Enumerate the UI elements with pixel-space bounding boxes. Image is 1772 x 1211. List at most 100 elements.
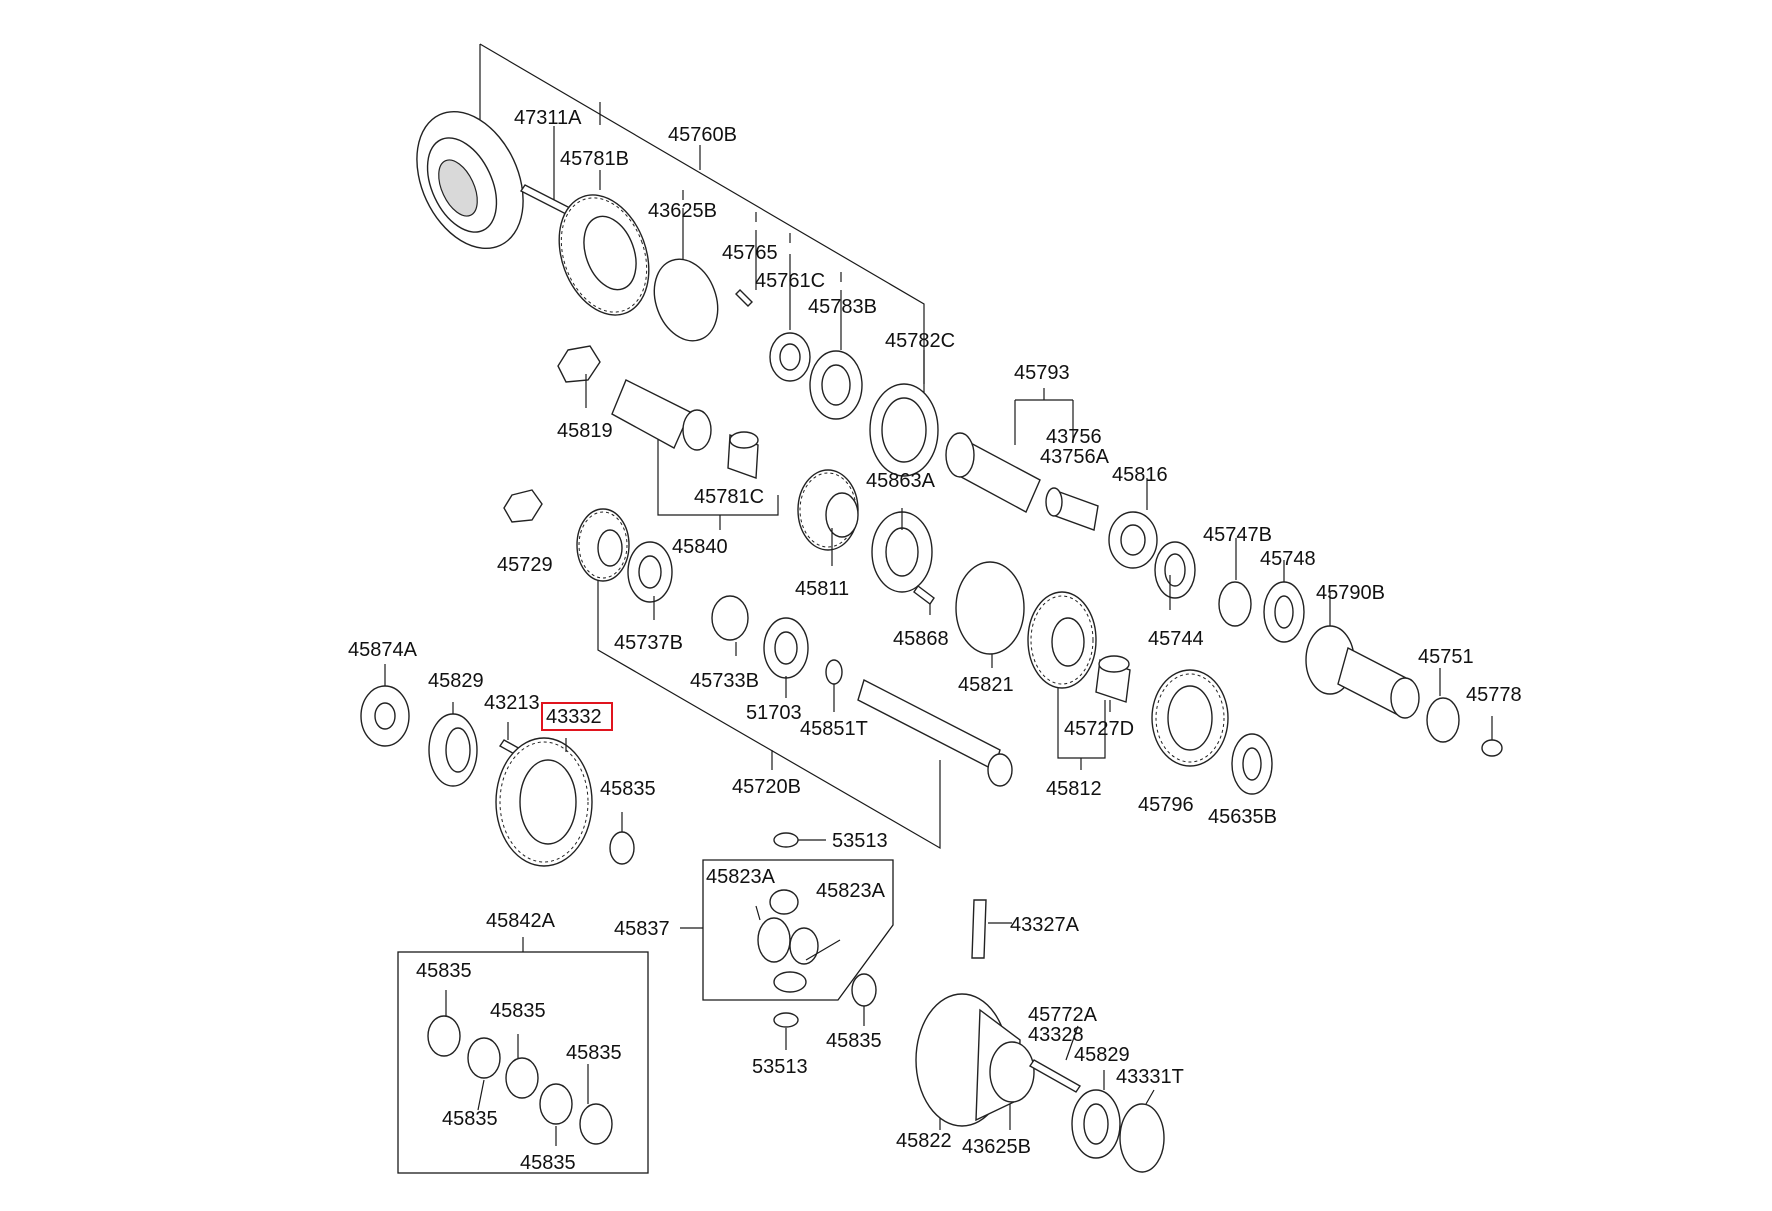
ring-45782c[interactable] — [869, 383, 939, 477]
washer-45835-mid[interactable] — [609, 831, 635, 865]
label-45727d[interactable]: 45727D — [1064, 718, 1134, 740]
washer-45835-b2[interactable] — [467, 1037, 501, 1079]
label-45793[interactable]: 45793 — [1014, 362, 1070, 384]
bushing-43756[interactable] — [1045, 487, 1099, 531]
label-45851t[interactable]: 45851T — [800, 718, 868, 740]
label-45765[interactable]: 45765 — [722, 242, 778, 264]
label-45821[interactable]: 45821 — [958, 674, 1014, 696]
label-47311a[interactable]: 47311A — [514, 107, 582, 129]
washer-53513-bottom[interactable] — [773, 1012, 799, 1028]
label-43625b-bottom[interactable]: 43625B — [962, 1136, 1031, 1158]
label-45835-b5[interactable]: 45835 — [520, 1152, 576, 1174]
shaft-43327a[interactable] — [971, 899, 987, 959]
gear-45812[interactable] — [1027, 591, 1097, 689]
label-45829-left[interactable]: 45829 — [428, 670, 484, 692]
bearing-51703[interactable] — [763, 617, 809, 679]
label-53513-bottom[interactable]: 53513 — [752, 1056, 808, 1078]
label-43332[interactable]: 43332 — [546, 706, 602, 728]
gear-counter[interactable] — [576, 508, 630, 582]
snapring-45747b[interactable] — [1218, 581, 1252, 627]
snapring-43331t[interactable] — [1119, 1103, 1165, 1173]
label-45874a[interactable]: 45874A — [348, 639, 418, 661]
sleeve-45796[interactable] — [1151, 669, 1229, 767]
label-45835-diff[interactable]: 45835 — [826, 1030, 882, 1052]
label-45744[interactable]: 45744 — [1148, 628, 1204, 650]
ring-43625b-top[interactable] — [643, 250, 728, 349]
label-45835-b4[interactable]: 45835 — [442, 1108, 498, 1130]
label-45772a[interactable]: 45772A — [1028, 1004, 1098, 1026]
label-43625b-top[interactable]: 43625B — [648, 200, 717, 222]
bearing-45783b[interactable] — [809, 350, 863, 420]
label-45737b[interactable]: 45737B — [614, 632, 683, 654]
label-45842a[interactable]: 45842A — [486, 910, 556, 932]
diff-case-45822[interactable] — [915, 993, 1035, 1127]
ring-gear-43332[interactable] — [495, 737, 593, 867]
label-45778[interactable]: 45778 — [1466, 684, 1522, 706]
part-45778[interactable] — [1481, 739, 1503, 757]
label-43756[interactable]: 43756 — [1046, 426, 1102, 448]
screw-45868[interactable] — [913, 584, 935, 606]
label-45751[interactable]: 45751 — [1418, 646, 1474, 668]
label-43327a[interactable]: 43327A — [1010, 914, 1080, 936]
washer-45744[interactable] — [1154, 541, 1196, 599]
nut-45819[interactable] — [557, 345, 601, 383]
bearing-45829-left[interactable] — [428, 713, 478, 787]
label-45783b[interactable]: 45783B — [808, 296, 877, 318]
label-45829-right[interactable]: 45829 — [1074, 1044, 1130, 1066]
washer-53513-top[interactable] — [773, 832, 799, 848]
label-51703[interactable]: 51703 — [746, 702, 802, 724]
pinion-45823a-right[interactable] — [773, 927, 819, 993]
label-45635b[interactable]: 45635B — [1208, 806, 1277, 828]
label-45760b[interactable]: 45760B — [668, 124, 737, 146]
label-43756a[interactable]: 43756A — [1040, 446, 1110, 468]
label-45790b[interactable]: 45790B — [1316, 582, 1385, 604]
gear-45811[interactable] — [797, 469, 859, 551]
label-45863a[interactable]: 45863A — [866, 470, 936, 492]
ring-45733b[interactable] — [711, 595, 749, 641]
label-45796[interactable]: 45796 — [1138, 794, 1194, 816]
label-45822[interactable]: 45822 — [896, 1130, 952, 1152]
bearing-45829-right[interactable] — [1071, 1089, 1121, 1159]
label-45823a-right[interactable]: 45823A — [816, 880, 886, 902]
bearing-45737b[interactable] — [627, 541, 673, 603]
label-45835-b1[interactable]: 45835 — [416, 960, 472, 982]
shaft-45790b[interactable] — [1305, 625, 1420, 719]
label-45819[interactable]: 45819 — [557, 420, 613, 442]
ring-45761c[interactable] — [769, 332, 811, 382]
shaft-45720b[interactable] — [857, 678, 1013, 787]
label-45781b[interactable]: 45781B — [560, 148, 629, 170]
sleeve-45727d[interactable] — [1095, 655, 1131, 703]
bearing-45748[interactable] — [1263, 581, 1305, 643]
label-45868[interactable]: 45868 — [893, 628, 949, 650]
label-45811[interactable]: 45811 — [795, 578, 849, 600]
shaft-45793[interactable] — [945, 432, 1041, 513]
label-45733b[interactable]: 45733B — [690, 670, 759, 692]
washer-45835-b3[interactable] — [505, 1057, 539, 1099]
washer-45874a[interactable] — [360, 685, 410, 747]
washer-45835-b4[interactable] — [539, 1083, 573, 1125]
label-45835-b3[interactable]: 45835 — [566, 1042, 622, 1064]
washer-45835-b5[interactable] — [579, 1103, 613, 1145]
label-45835-b2[interactable]: 45835 — [490, 1000, 546, 1022]
ring-45821[interactable] — [955, 561, 1025, 655]
label-45812[interactable]: 45812 — [1046, 778, 1102, 800]
pin-43328[interactable] — [1028, 1059, 1082, 1093]
label-45837[interactable]: 45837 — [614, 918, 670, 940]
label-45748[interactable]: 45748 — [1260, 548, 1316, 570]
shaft-45840[interactable] — [611, 379, 712, 451]
label-45782c[interactable]: 45782C — [885, 330, 955, 352]
bolt-45765[interactable] — [735, 289, 753, 307]
nut-45729[interactable] — [503, 489, 543, 523]
washer-45835-b1[interactable] — [427, 1015, 461, 1057]
label-45816[interactable]: 45816 — [1112, 464, 1168, 486]
label-45761c[interactable]: 45761C — [755, 270, 825, 292]
label-45747b[interactable]: 45747B — [1203, 524, 1272, 546]
washer-45816[interactable] — [1108, 511, 1158, 569]
gear-45781b[interactable] — [543, 182, 664, 327]
pinion-45823a-left[interactable] — [757, 889, 799, 963]
sleeve-45781c[interactable] — [727, 431, 759, 479]
housing-47311a[interactable] — [396, 94, 544, 265]
snapring-45751[interactable] — [1426, 697, 1460, 743]
label-45840[interactable]: 45840 — [672, 536, 728, 558]
label-45835-mid[interactable]: 45835 — [600, 778, 656, 800]
